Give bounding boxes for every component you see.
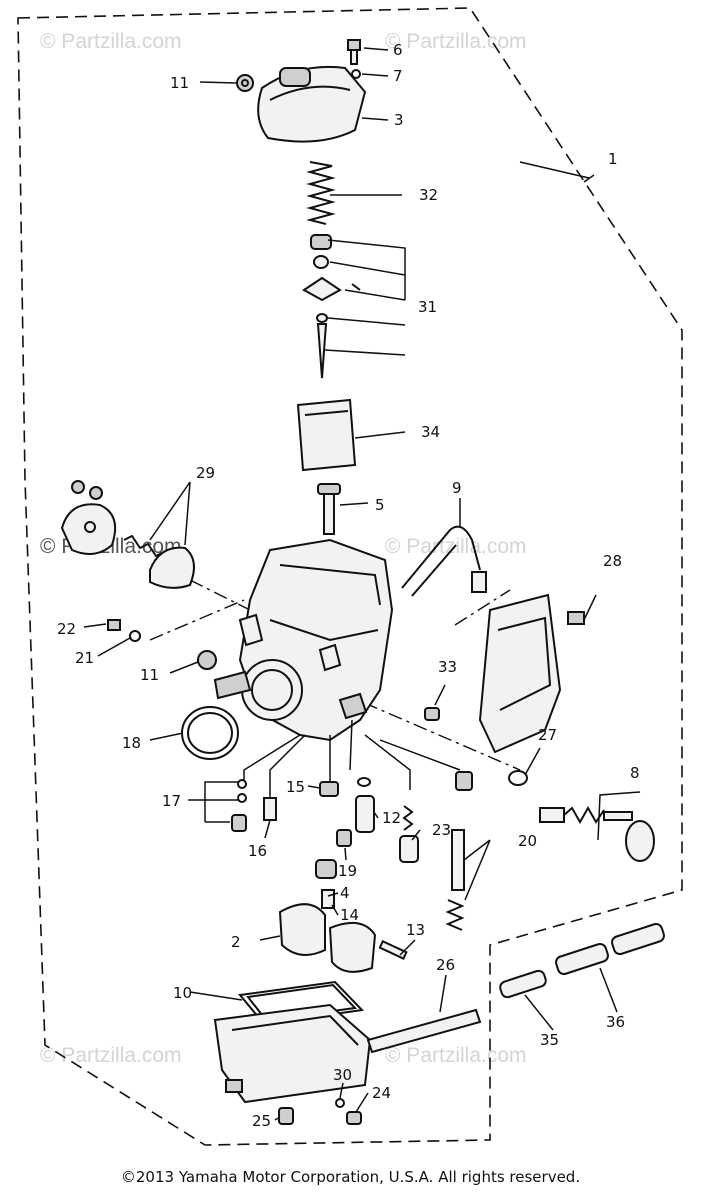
part-float-valve-4: [315, 859, 337, 909]
copyright-text: ©2013 Yamaha Motor Corporation, U.S.A. A…: [120, 1168, 581, 1186]
part-jet-19: [336, 829, 352, 847]
part-plug-33: [424, 707, 440, 721]
callout-9: 9: [452, 479, 462, 497]
part-pilot-screw-16: [263, 797, 277, 821]
part-screw-6: [347, 39, 361, 65]
part-oring-30: [335, 1098, 345, 1108]
part-jet-holder-5: [317, 483, 341, 535]
callout-24: 24: [372, 1084, 391, 1102]
part-screw-25: [278, 1107, 294, 1125]
part-starter-plunger-8: [539, 805, 655, 862]
part-main-jet-20: [445, 771, 473, 931]
callout-4: 4: [340, 884, 350, 902]
part-washer-21: [129, 630, 141, 642]
callout-22: 22: [57, 620, 76, 638]
callout-17: 17: [162, 792, 181, 810]
part-nut-11-top: [236, 74, 254, 92]
callout-33: 33: [438, 658, 457, 676]
alignment-line: [189, 579, 251, 611]
callout-21: 21: [75, 649, 94, 667]
part-screw-set-17: [231, 779, 247, 832]
part-hose-clip: [471, 571, 487, 593]
part-hose-36: [555, 922, 665, 976]
carburetor-exploded-diagram: © Partzilla.com © Partzilla.com © Partzi…: [17, 7, 683, 1146]
callout-34: 34: [421, 423, 440, 441]
part-spring-32: [306, 161, 336, 225]
callout-20: 20: [518, 832, 537, 850]
callout-3: 3: [394, 111, 404, 129]
watermark: © Partzilla.com: [40, 1044, 182, 1067]
callout-2: 2: [231, 933, 241, 951]
callout-11-top: 11: [170, 74, 189, 92]
callout-13: 13: [406, 921, 425, 939]
part-screw-22: [107, 619, 121, 631]
part-oring-18: [181, 706, 239, 760]
callout-12: 12: [382, 809, 401, 827]
callout-10: 10: [173, 984, 192, 1002]
callout-11-side: 11: [140, 666, 159, 684]
callout-26: 26: [436, 956, 455, 974]
callout-31: 31: [418, 298, 437, 316]
callout-5: 5: [375, 496, 385, 514]
watermark: © Partzilla.com: [385, 1044, 527, 1067]
part-piston-valve-34: [296, 398, 357, 472]
part-fitting-35: [499, 969, 547, 999]
callout-35: 35: [540, 1031, 559, 1049]
part-oring-27: [508, 770, 528, 786]
part-washer-7: [351, 69, 361, 79]
callout-19: 19: [338, 862, 357, 880]
callout-8: 8: [630, 764, 640, 782]
alignment-line: [149, 599, 245, 641]
part-carburetor-body: [213, 538, 394, 742]
part-float-2: [278, 903, 377, 973]
callout-30: 30: [333, 1066, 352, 1084]
part-needle-jet-23: [399, 805, 419, 863]
part-screw-24: [346, 1111, 362, 1125]
part-float-chamber: [213, 1003, 372, 1104]
callout-25: 25: [252, 1112, 271, 1130]
callout-18: 18: [122, 734, 141, 752]
callout-23: 23: [432, 821, 451, 839]
part-hose-26: [366, 1008, 482, 1054]
callout-15: 15: [286, 778, 305, 796]
callout-6: 6: [393, 41, 403, 59]
callout-32: 32: [419, 186, 438, 204]
part-top-cover: [257, 65, 367, 143]
callout-27: 27: [538, 726, 557, 744]
callout-14: 14: [340, 906, 359, 924]
part-hose-9: [401, 525, 481, 589]
part-side-cover-28: [478, 593, 585, 754]
watermark: © Partzilla.com: [40, 30, 182, 53]
callouts: 1 2 3 4 5 6 7 8 9 10 11 11 12 13 14 15 1…: [57, 41, 640, 1130]
part-needle-set-31: [302, 234, 361, 379]
callout-16: 16: [248, 842, 267, 860]
callout-1: 1: [608, 150, 618, 168]
part-nut-11-side: [197, 650, 217, 670]
callout-36: 36: [606, 1013, 625, 1031]
callout-7: 7: [393, 67, 403, 85]
callout-28: 28: [603, 552, 622, 570]
assembly-boundary: [17, 7, 683, 1146]
alignment-line: [454, 589, 511, 626]
part-plug-15: [319, 781, 339, 797]
part-pin-13: [378, 939, 408, 960]
part-throttle-valve-29: [60, 480, 195, 589]
part-jet-12: [355, 777, 375, 833]
watermark: © Partzilla.com: [385, 30, 527, 53]
callout-29: 29: [196, 464, 215, 482]
leader-lines: [83, 47, 641, 1121]
